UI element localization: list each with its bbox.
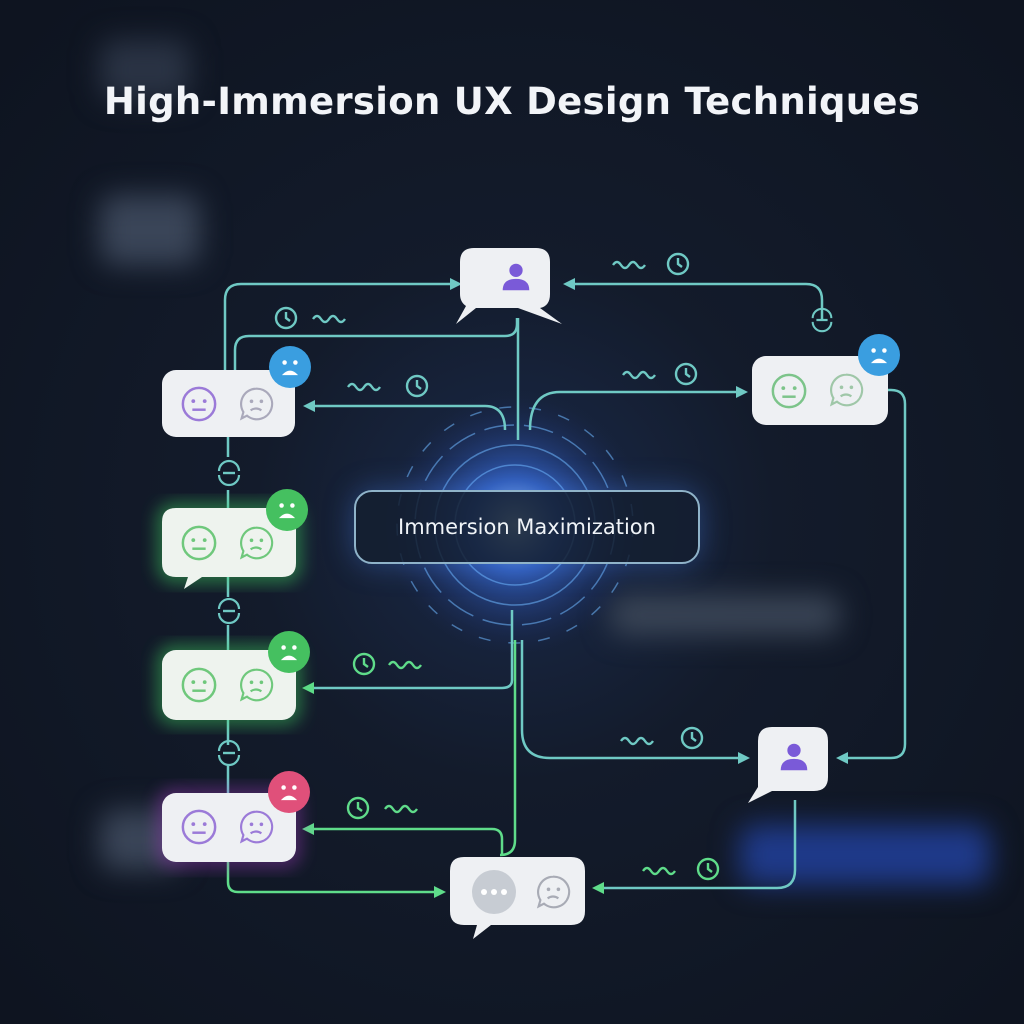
blurred-bg-block xyxy=(610,595,840,635)
emotion-card-1[interactable] xyxy=(162,346,311,437)
arrowheads xyxy=(302,278,848,898)
typing-card-bottom[interactable] xyxy=(450,857,585,939)
wave-icon xyxy=(311,314,347,324)
user-node-right[interactable] xyxy=(748,727,828,803)
user-node-top[interactable] xyxy=(456,248,562,324)
wave-icon xyxy=(641,866,677,876)
emotion-card-right[interactable] xyxy=(752,334,900,425)
sync-icon xyxy=(217,597,241,625)
connectors-teal xyxy=(223,282,907,890)
emotion-card-3[interactable] xyxy=(156,631,310,726)
blurred-bg-block xyxy=(740,825,990,885)
wave-icon xyxy=(611,260,647,270)
clock-icon xyxy=(352,652,376,676)
clock-icon xyxy=(346,796,370,820)
clock-icon xyxy=(405,374,429,398)
blurred-bg-block xyxy=(100,40,190,100)
clock-icon xyxy=(696,857,720,881)
center-node-label: Immersion Maximization xyxy=(398,515,656,539)
sync-icon xyxy=(217,459,241,487)
clock-icon xyxy=(666,252,690,276)
wave-icon xyxy=(387,660,423,670)
blurred-bg-block xyxy=(100,195,200,265)
page-title: High-Immersion UX Design Techniques xyxy=(103,80,921,123)
wave-icon xyxy=(383,804,419,814)
connectors-green xyxy=(226,640,517,894)
emotion-card-4[interactable] xyxy=(156,771,310,869)
clock-icon xyxy=(274,306,298,330)
wave-icon xyxy=(621,370,657,380)
center-node-immersion-maximization[interactable]: Immersion Maximization xyxy=(354,490,700,564)
clock-icon xyxy=(680,726,704,750)
emotion-card-2[interactable] xyxy=(156,489,308,589)
clock-icon xyxy=(674,362,698,386)
wave-icon xyxy=(619,736,655,746)
wave-icon xyxy=(346,382,382,392)
